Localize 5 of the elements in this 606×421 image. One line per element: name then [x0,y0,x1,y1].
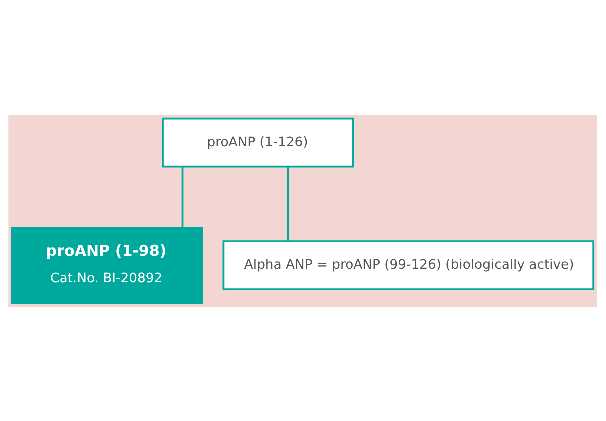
connector [182,166,184,228]
node-box: proANP (1-98) Cat.No. BI-20892 [11,226,204,304]
connector [287,166,290,241]
node-box: proANP (1-126) [162,117,354,168]
node-box: Alpha ANP = proANP (99-126) (biologically active) [222,240,595,290]
